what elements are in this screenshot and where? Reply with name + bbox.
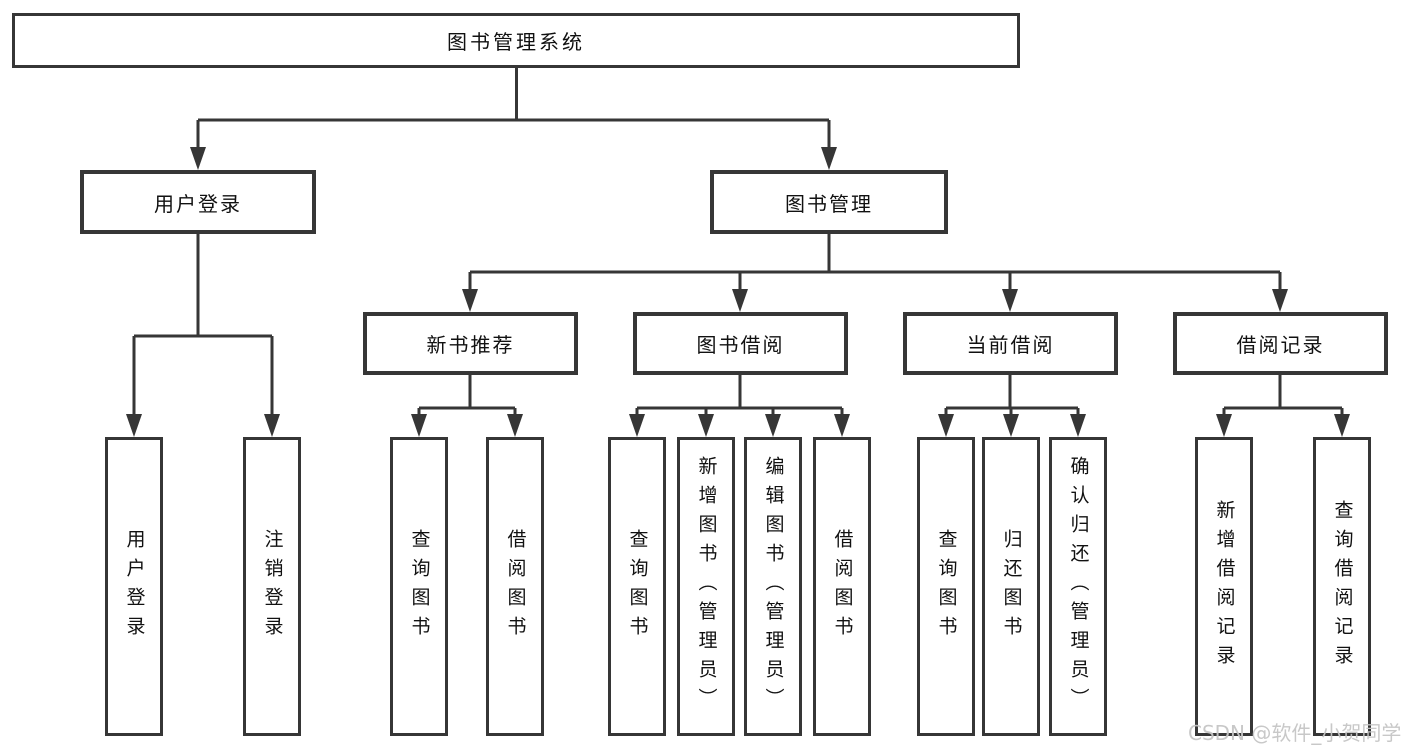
node-cb-confirm-return: 确认归还（管理员）: [1049, 437, 1107, 736]
node-cb-return-book-label: 归还图书: [1000, 528, 1023, 645]
node-book-management-label: 图书管理: [785, 191, 873, 216]
node-user-login: 用户登录: [80, 170, 316, 234]
node-cb-return-book: 归还图书: [982, 437, 1040, 736]
node-bb-edit-book-label: 编辑图书（管理员）: [762, 456, 785, 717]
node-cb-query-book-label: 查询图书: [935, 528, 958, 645]
node-leaf-logout-label: 注销登录: [261, 528, 284, 645]
node-current-borrow: 当前借阅: [903, 312, 1118, 375]
node-current-borrow-label: 当前借阅: [966, 333, 1055, 357]
node-br-add-record: 新增借阅记录: [1195, 437, 1253, 736]
node-nbr-query-book-label: 查询图书: [408, 528, 431, 645]
node-root-label: 图书管理系统: [447, 30, 585, 54]
node-nbr-borrow-book: 借阅图书: [486, 437, 544, 736]
node-leaf-user-login-label: 用户登录: [123, 528, 146, 645]
node-new-book-recommend: 新书推荐: [363, 312, 578, 375]
node-bb-borrow-book: 借阅图书: [813, 437, 871, 736]
node-borrow-record-label: 借阅记录: [1236, 333, 1325, 357]
node-bb-query-book-label: 查询图书: [626, 528, 649, 645]
node-bb-borrow-book-label: 借阅图书: [831, 528, 854, 645]
node-book-borrow: 图书借阅: [633, 312, 848, 375]
node-leaf-logout: 注销登录: [243, 437, 301, 736]
node-user-login-label: 用户登录: [154, 191, 242, 216]
node-nbr-borrow-book-label: 借阅图书: [504, 528, 527, 645]
node-bb-edit-book: 编辑图书（管理员）: [744, 437, 802, 736]
csdn-watermark: CSDN @软件_小贺同学: [1188, 721, 1402, 745]
node-br-query-record-label: 查询借阅记录: [1331, 499, 1354, 674]
node-borrow-record: 借阅记录: [1173, 312, 1388, 375]
node-book-borrow-label: 图书借阅: [696, 333, 785, 357]
node-br-add-record-label: 新增借阅记录: [1213, 499, 1236, 674]
node-bb-add-book: 新增图书（管理员）: [677, 437, 735, 736]
node-bb-query-book: 查询图书: [608, 437, 666, 736]
node-cb-query-book: 查询图书: [917, 437, 975, 736]
node-leaf-user-login: 用户登录: [105, 437, 163, 736]
node-bb-add-book-label: 新增图书（管理员）: [695, 456, 718, 717]
node-root: 图书管理系统: [12, 13, 1020, 68]
node-cb-confirm-return-label: 确认归还（管理员）: [1067, 456, 1090, 717]
node-book-management: 图书管理: [710, 170, 948, 234]
node-br-query-record: 查询借阅记录: [1313, 437, 1371, 736]
node-nbr-query-book: 查询图书: [390, 437, 448, 736]
node-new-book-recommend-label: 新书推荐: [426, 333, 515, 357]
